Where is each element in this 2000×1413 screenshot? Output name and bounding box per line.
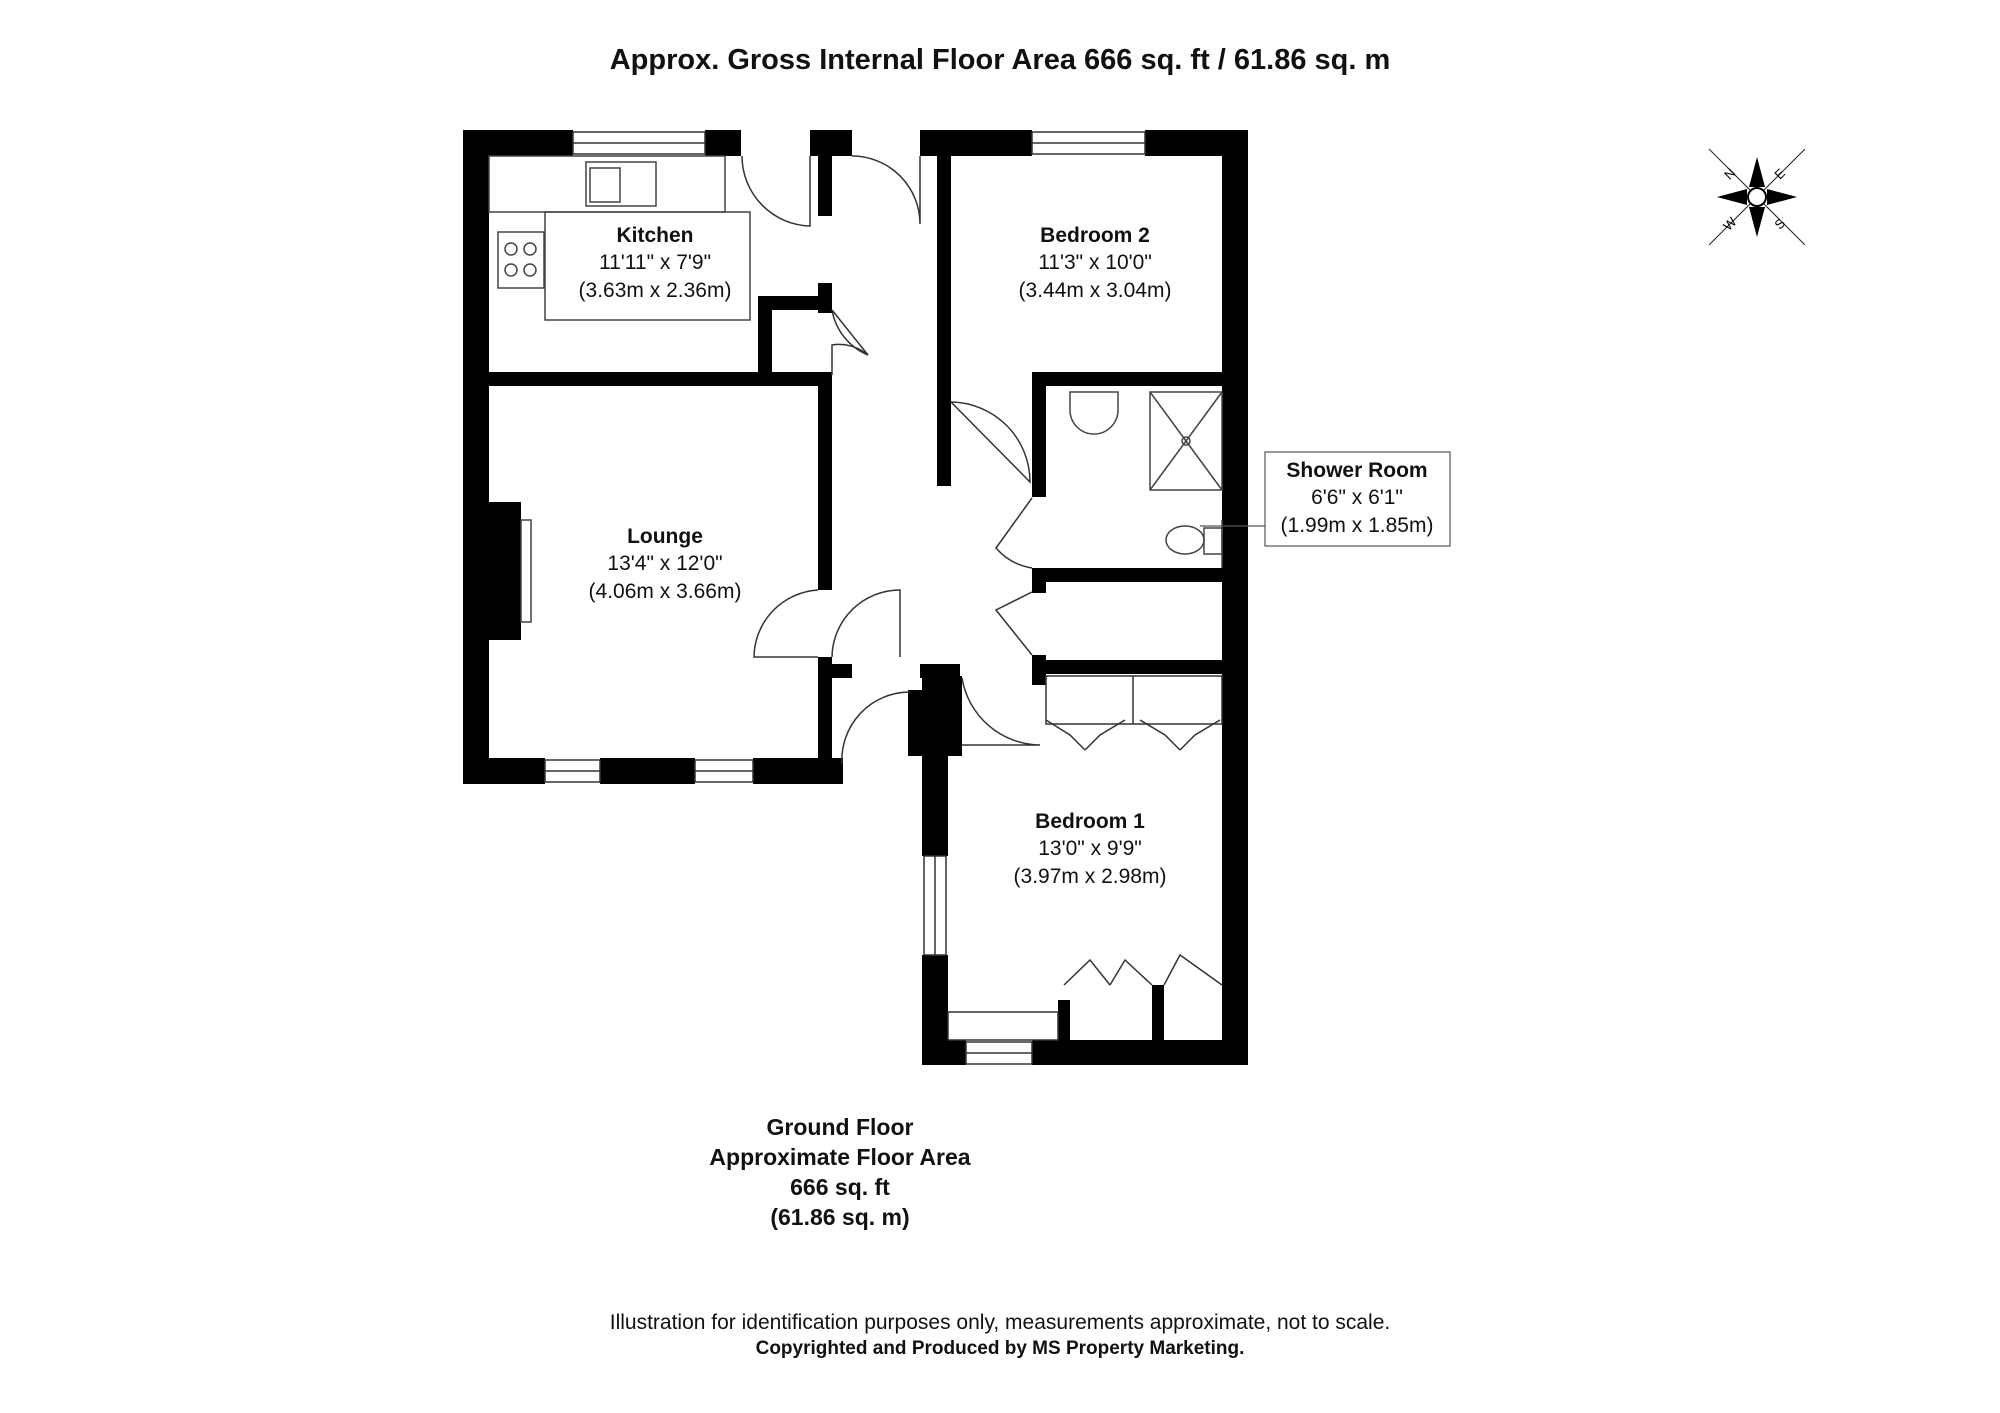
door-cupboard [994, 591, 1033, 656]
door-bedroom1 [961, 677, 1041, 746]
compass-s: S [1771, 215, 1788, 232]
door-front-2 [851, 155, 921, 225]
wall-bed2-left-2 [937, 296, 951, 486]
floor-area-label: Approximate Floor Area [709, 1144, 971, 1170]
toilet [1165, 525, 1205, 555]
wall-fireplace [489, 502, 521, 640]
wall-store-top [758, 296, 828, 310]
floor-area-metric: (61.86 sq. m) [770, 1204, 910, 1230]
wall-hall-left-post [832, 664, 852, 678]
compass-rose: N E S W [1708, 148, 1806, 246]
wall-bottom-lounge-2 [600, 758, 695, 784]
floor-area-imperial: 666 sq. ft [790, 1174, 890, 1200]
disclaimer: Illustration for identification purposes… [609, 1311, 1391, 1334]
wall-bottom-lounge-1 [463, 758, 545, 784]
bedroom2-imperial: 11'3" x 10'0" [1038, 251, 1152, 274]
lounge-name: Lounge [627, 525, 703, 548]
wall-top-right [920, 130, 1032, 156]
wardrobe-top [1045, 675, 1223, 725]
wall-right-outer [1222, 130, 1248, 1065]
wall-left-outer [463, 130, 489, 784]
bedroom1-name: Bedroom 1 [1035, 810, 1145, 833]
room-labels: Kitchen 11'11" x 7'9" (3.63m x 2.36m) Be… [579, 224, 1172, 888]
kitchen-imperial: 11'11" x 7'9" [599, 251, 711, 274]
wall-bottom-bedroom1-2 [1032, 1040, 1248, 1065]
kitchen-metric: (3.63m x 2.36m) [579, 279, 732, 302]
door-kitchen [831, 309, 869, 356]
wall-top-left-2 [705, 130, 741, 156]
wall-bedroom1-left [922, 676, 948, 856]
floor-summary: Ground Floor Approximate Floor Area 666 … [640, 1112, 1040, 1232]
bedroom2-metric: (3.44m x 3.04m) [1019, 279, 1172, 302]
kitchen-worktop [488, 155, 726, 213]
windows [544, 131, 1146, 1065]
door-store [831, 343, 869, 375]
door-bedroom2 [950, 401, 1031, 484]
wall-wardrobe-post-1 [1058, 1000, 1070, 1040]
wall-top-mid [810, 130, 852, 156]
wall-bed2-left [937, 156, 951, 306]
door-shower [995, 497, 1033, 569]
copyright: Copyrighted and Produced by MS Property … [755, 1338, 1245, 1359]
wall-kitchen-lounge [489, 372, 824, 386]
wall-kitchen-door-post [818, 156, 832, 216]
wall-kitchen-post-2 [818, 283, 832, 313]
wall-cupboard-left [1032, 655, 1046, 685]
compass-n: N [1721, 165, 1738, 182]
wall-wardrobe-post-2 [1152, 985, 1164, 1040]
wall-bed1-post [948, 676, 962, 756]
wall-shower-bottom [1032, 568, 1232, 582]
wall-lounge-hall-2 [818, 657, 832, 777]
wall-shower-top [1032, 372, 1232, 386]
lounge-metric: (4.06m x 3.66m) [589, 580, 742, 603]
bay-bedroom1 [947, 1011, 1059, 1041]
footer: Illustration for identification purposes… [0, 1310, 2000, 1362]
wardrobe-doors-top [1045, 719, 1221, 751]
kitchen-counter [544, 211, 751, 321]
wall-bed2-bottom [1032, 372, 1046, 497]
basin [1069, 391, 1119, 435]
door-bath-low [841, 691, 911, 765]
wall-bottom-bedroom1-1 [922, 1040, 966, 1065]
floor-area-title: Approx. Gross Internal Floor Area 666 sq… [609, 44, 1391, 76]
fireplace-hearth [520, 519, 532, 623]
floor-name: Ground Floor [766, 1114, 914, 1140]
wall-store-left [758, 296, 772, 376]
door-front-1 [741, 155, 811, 227]
walls [463, 130, 1248, 1065]
wall-lounge-hall [818, 372, 832, 590]
door-lounge [753, 589, 819, 658]
wardrobe-doors-bottom [1063, 953, 1223, 986]
bedroom1-imperial: 13'0" x 9'9" [1038, 837, 1142, 860]
shower-tray [1149, 391, 1223, 491]
wall-hall-post-3 [908, 690, 922, 756]
shower-metric: (1.99m x 1.85m) [1281, 514, 1434, 537]
fixtures [488, 155, 1223, 623]
doors [741, 155, 1223, 986]
shower-callout-box [1264, 451, 1451, 547]
wall-shower-left-low [1032, 568, 1046, 593]
kitchen-name: Kitchen [616, 224, 693, 247]
shower-room-callout: Shower Room 6'6" x 6'1" (1.99m x 1.85m) [1200, 451, 1451, 547]
bedroom2-name: Bedroom 2 [1040, 224, 1150, 247]
hob [497, 231, 545, 289]
lounge-imperial: 13'4" x 12'0" [607, 552, 722, 575]
bedroom1-metric: (3.97m x 2.98m) [1014, 865, 1167, 888]
wall-hall-bottom [920, 664, 960, 678]
shower-name: Shower Room [1286, 459, 1427, 482]
wall-cupboard-bottom [1032, 660, 1232, 674]
door-hall-1 [831, 589, 901, 658]
shower-imperial: 6'6" x 6'1" [1311, 486, 1403, 509]
kitchen-sink [585, 161, 657, 207]
